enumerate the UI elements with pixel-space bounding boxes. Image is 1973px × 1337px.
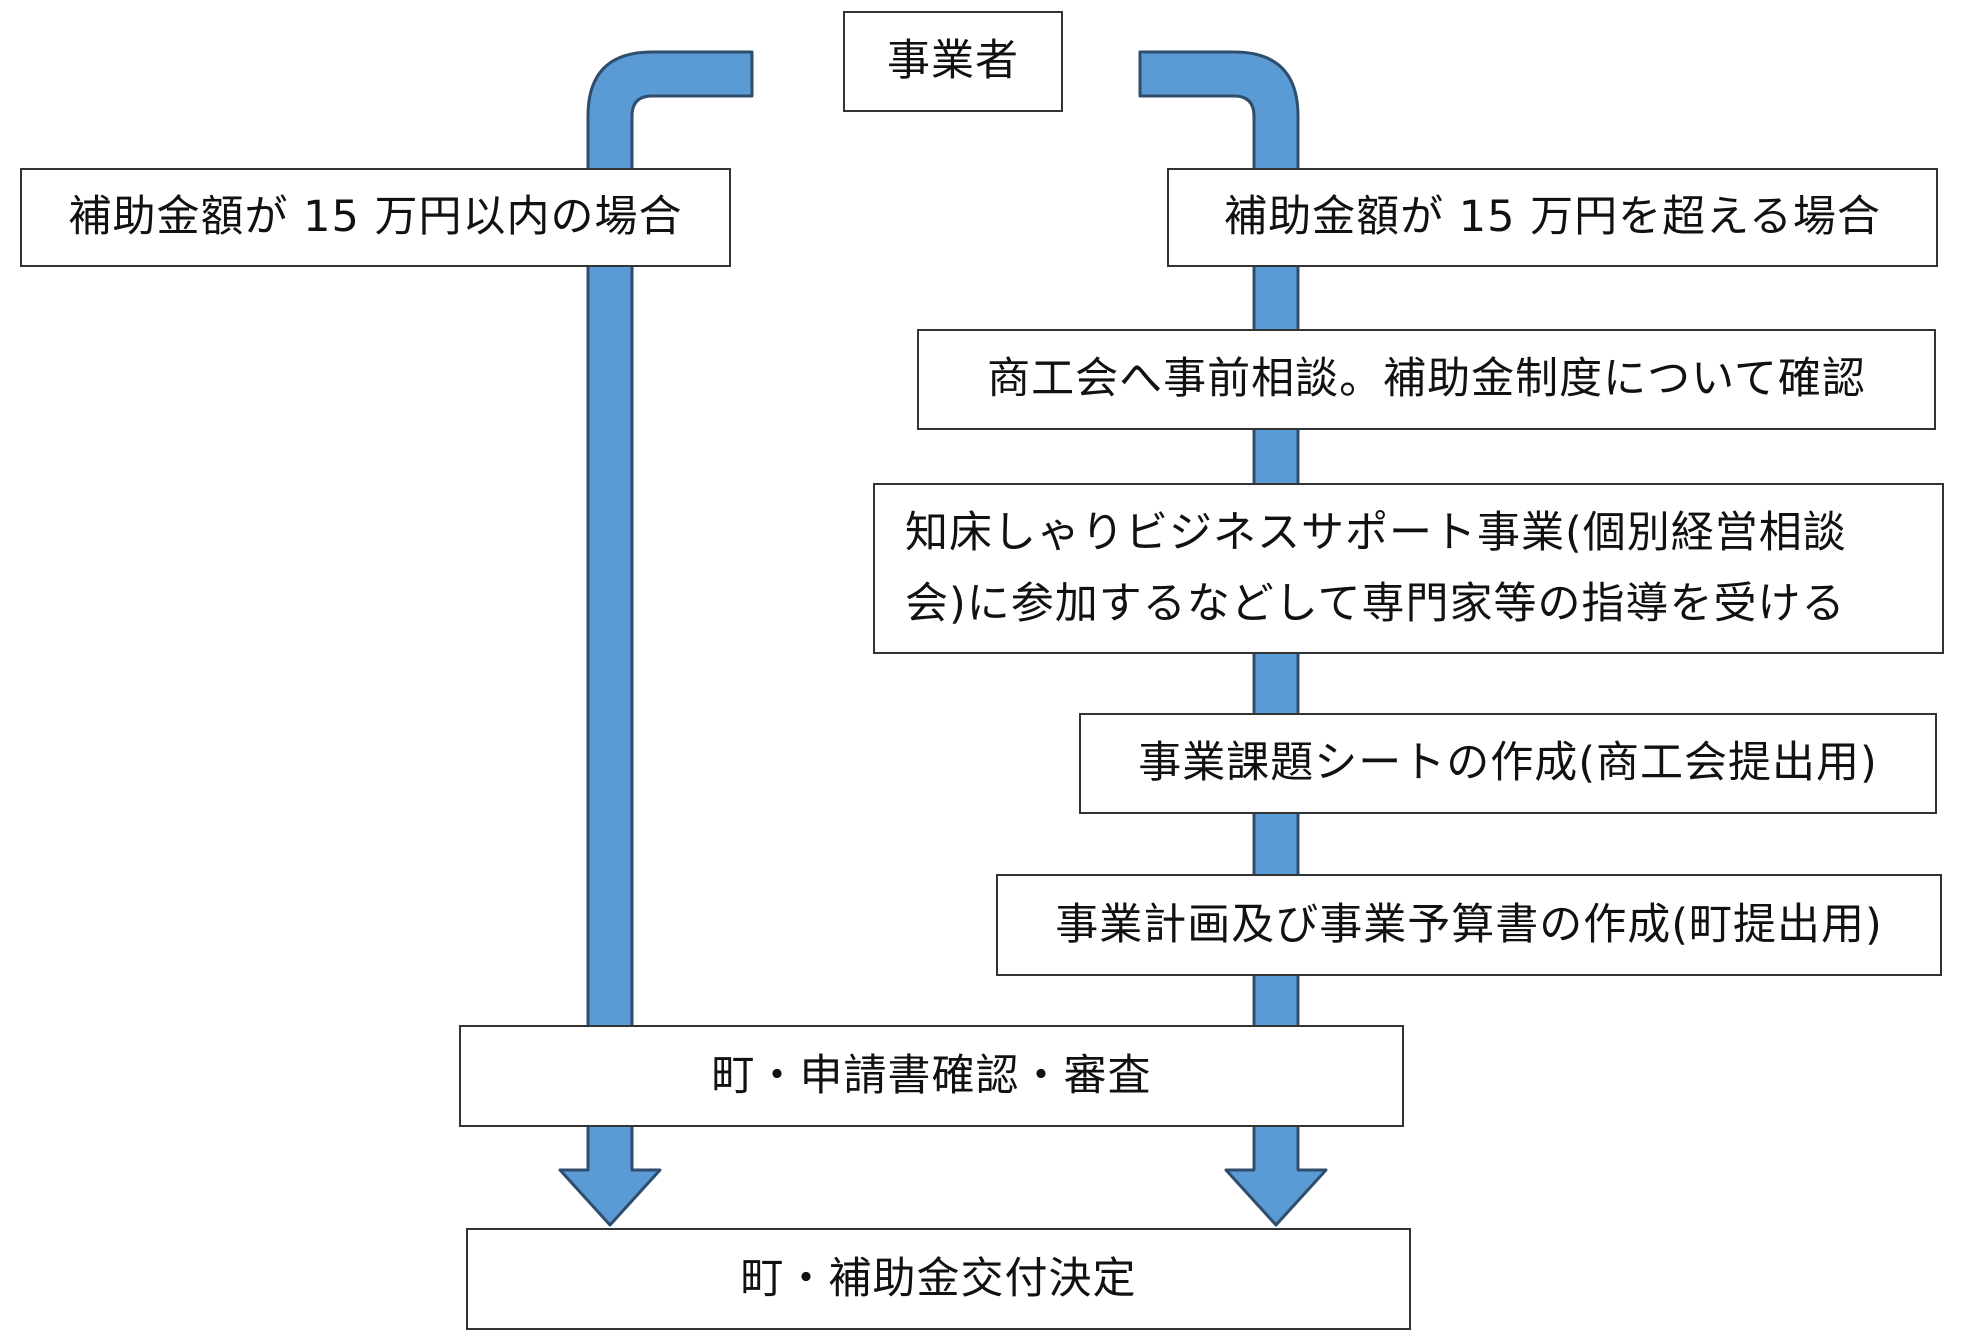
- step-issue-sheet-label: 事業課題シートの作成(商工会提出用): [1138, 738, 1878, 789]
- final-decision-box: 町・補助金交付決定: [466, 1228, 1411, 1330]
- review-label: 町・申請書確認・審査: [711, 1050, 1152, 1101]
- step-guidance-box: 知床しゃりビジネスサポート事業(個別経営相談 会)に参加するなどして専門家等の指…: [873, 483, 1944, 654]
- step-guidance-line-1: 知床しゃりビジネスサポート事業(個別経営相談: [905, 507, 1847, 558]
- step-issue-sheet-box: 事業課題シートの作成(商工会提出用): [1079, 713, 1937, 814]
- start-box: 事業者: [843, 11, 1063, 112]
- right-branch-box: 補助金額が 15 万円を超える場合: [1167, 168, 1938, 267]
- step-consult-box: 商工会へ事前相談。補助金制度について確認: [917, 329, 1936, 430]
- step-guidance-line-2: 会)に参加するなどして専門家等の指導を受ける: [905, 578, 1846, 629]
- left-branch-box: 補助金額が 15 万円以内の場合: [20, 168, 731, 267]
- final-decision-label: 町・補助金交付決定: [740, 1253, 1137, 1304]
- review-box: 町・申請書確認・審査: [459, 1025, 1404, 1127]
- left-branch-arrow: [558, 50, 754, 1227]
- start-label: 事業者: [887, 36, 1019, 87]
- step-business-plan-label: 事業計画及び事業予算書の作成(町提出用): [1055, 899, 1883, 950]
- step-business-plan-box: 事業計画及び事業予算書の作成(町提出用): [996, 874, 1942, 976]
- left-branch-label: 補助金額が 15 万円以内の場合: [68, 192, 683, 243]
- step-consult-label: 商工会へ事前相談。補助金制度について確認: [987, 354, 1866, 405]
- right-branch-label: 補助金額が 15 万円を超える場合: [1224, 192, 1881, 243]
